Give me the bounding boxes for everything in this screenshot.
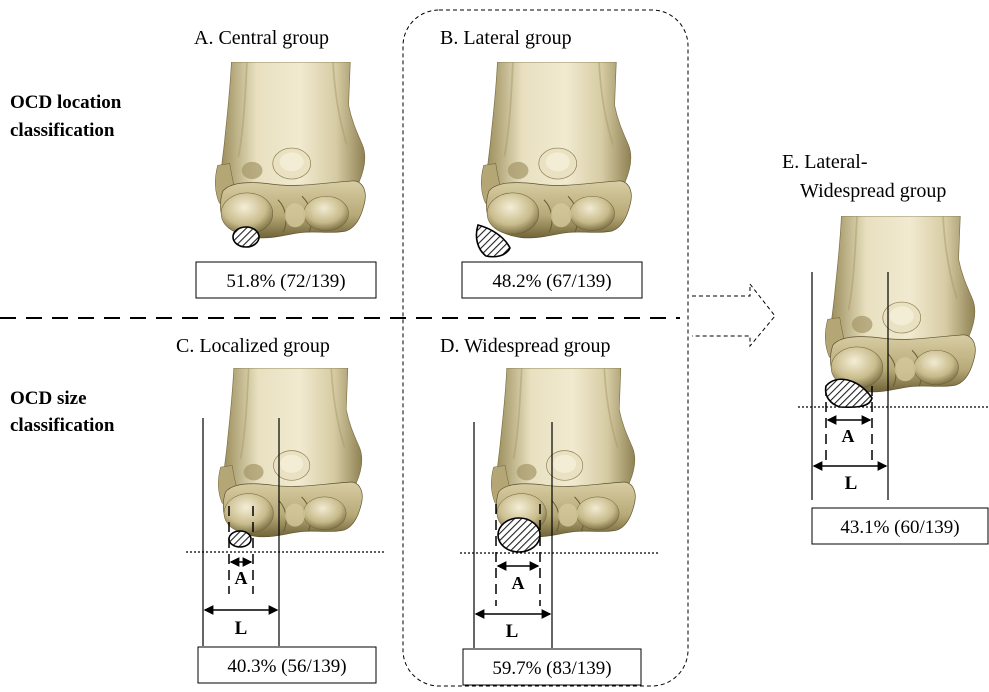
panel-d-l-label: L	[506, 621, 519, 642]
panel-c-a-label: A	[235, 568, 248, 588]
panel-c-lesion	[229, 531, 251, 547]
row-label-size-line2: classification	[10, 415, 115, 436]
row-label-size-line1: OCD size	[10, 388, 87, 409]
panel-a-central: A. Central group 51.8% (72/139)	[194, 27, 376, 298]
panel-c-title: C. Localized group	[176, 335, 330, 357]
panel-c-l-label: L	[235, 618, 248, 639]
row-label-location-line1: OCD location	[10, 92, 122, 113]
panel-e-title-line1: E. Lateral-	[782, 151, 868, 173]
panel-b-title: B. Lateral group	[440, 27, 572, 49]
panel-c-localized: C. Localized group A L 40.3% (56/139)	[176, 335, 384, 683]
panel-e-lateral-widespread: E. Lateral- Widespread group A L 43.1% (…	[782, 151, 989, 544]
panel-e-bone-image	[825, 216, 975, 392]
panel-d-widespread: D. Widespread group A L 59.7% (83/139)	[440, 335, 658, 685]
row-label-location-line2: classification	[10, 120, 115, 141]
panel-d-bone-image	[491, 368, 635, 537]
panel-d-stat: 59.7% (83/139)	[492, 658, 611, 679]
transition-arrow	[692, 284, 775, 346]
panel-b-bone-image	[481, 62, 631, 238]
panel-b-stat: 48.2% (67/139)	[492, 271, 611, 292]
panel-c-stat: 40.3% (56/139)	[227, 656, 346, 677]
panel-e-title-line2: Widespread group	[800, 180, 946, 202]
panel-a-stat: 51.8% (72/139)	[226, 271, 345, 292]
panel-a-lesion	[233, 227, 259, 247]
panel-d-title: D. Widespread group	[440, 335, 610, 357]
panel-b-lateral: B. Lateral group 48.2% (67/139)	[440, 27, 642, 298]
panel-a-title: A. Central group	[194, 27, 329, 49]
panel-e-a-label: A	[842, 426, 855, 446]
panel-a-bone-image	[215, 62, 365, 238]
panel-c-bone-image	[218, 368, 362, 537]
panel-d-a-label: A	[512, 573, 525, 593]
panel-d-lesion	[498, 518, 540, 552]
panel-e-stat: 43.1% (60/139)	[840, 517, 959, 538]
panel-e-l-label: L	[845, 473, 858, 494]
